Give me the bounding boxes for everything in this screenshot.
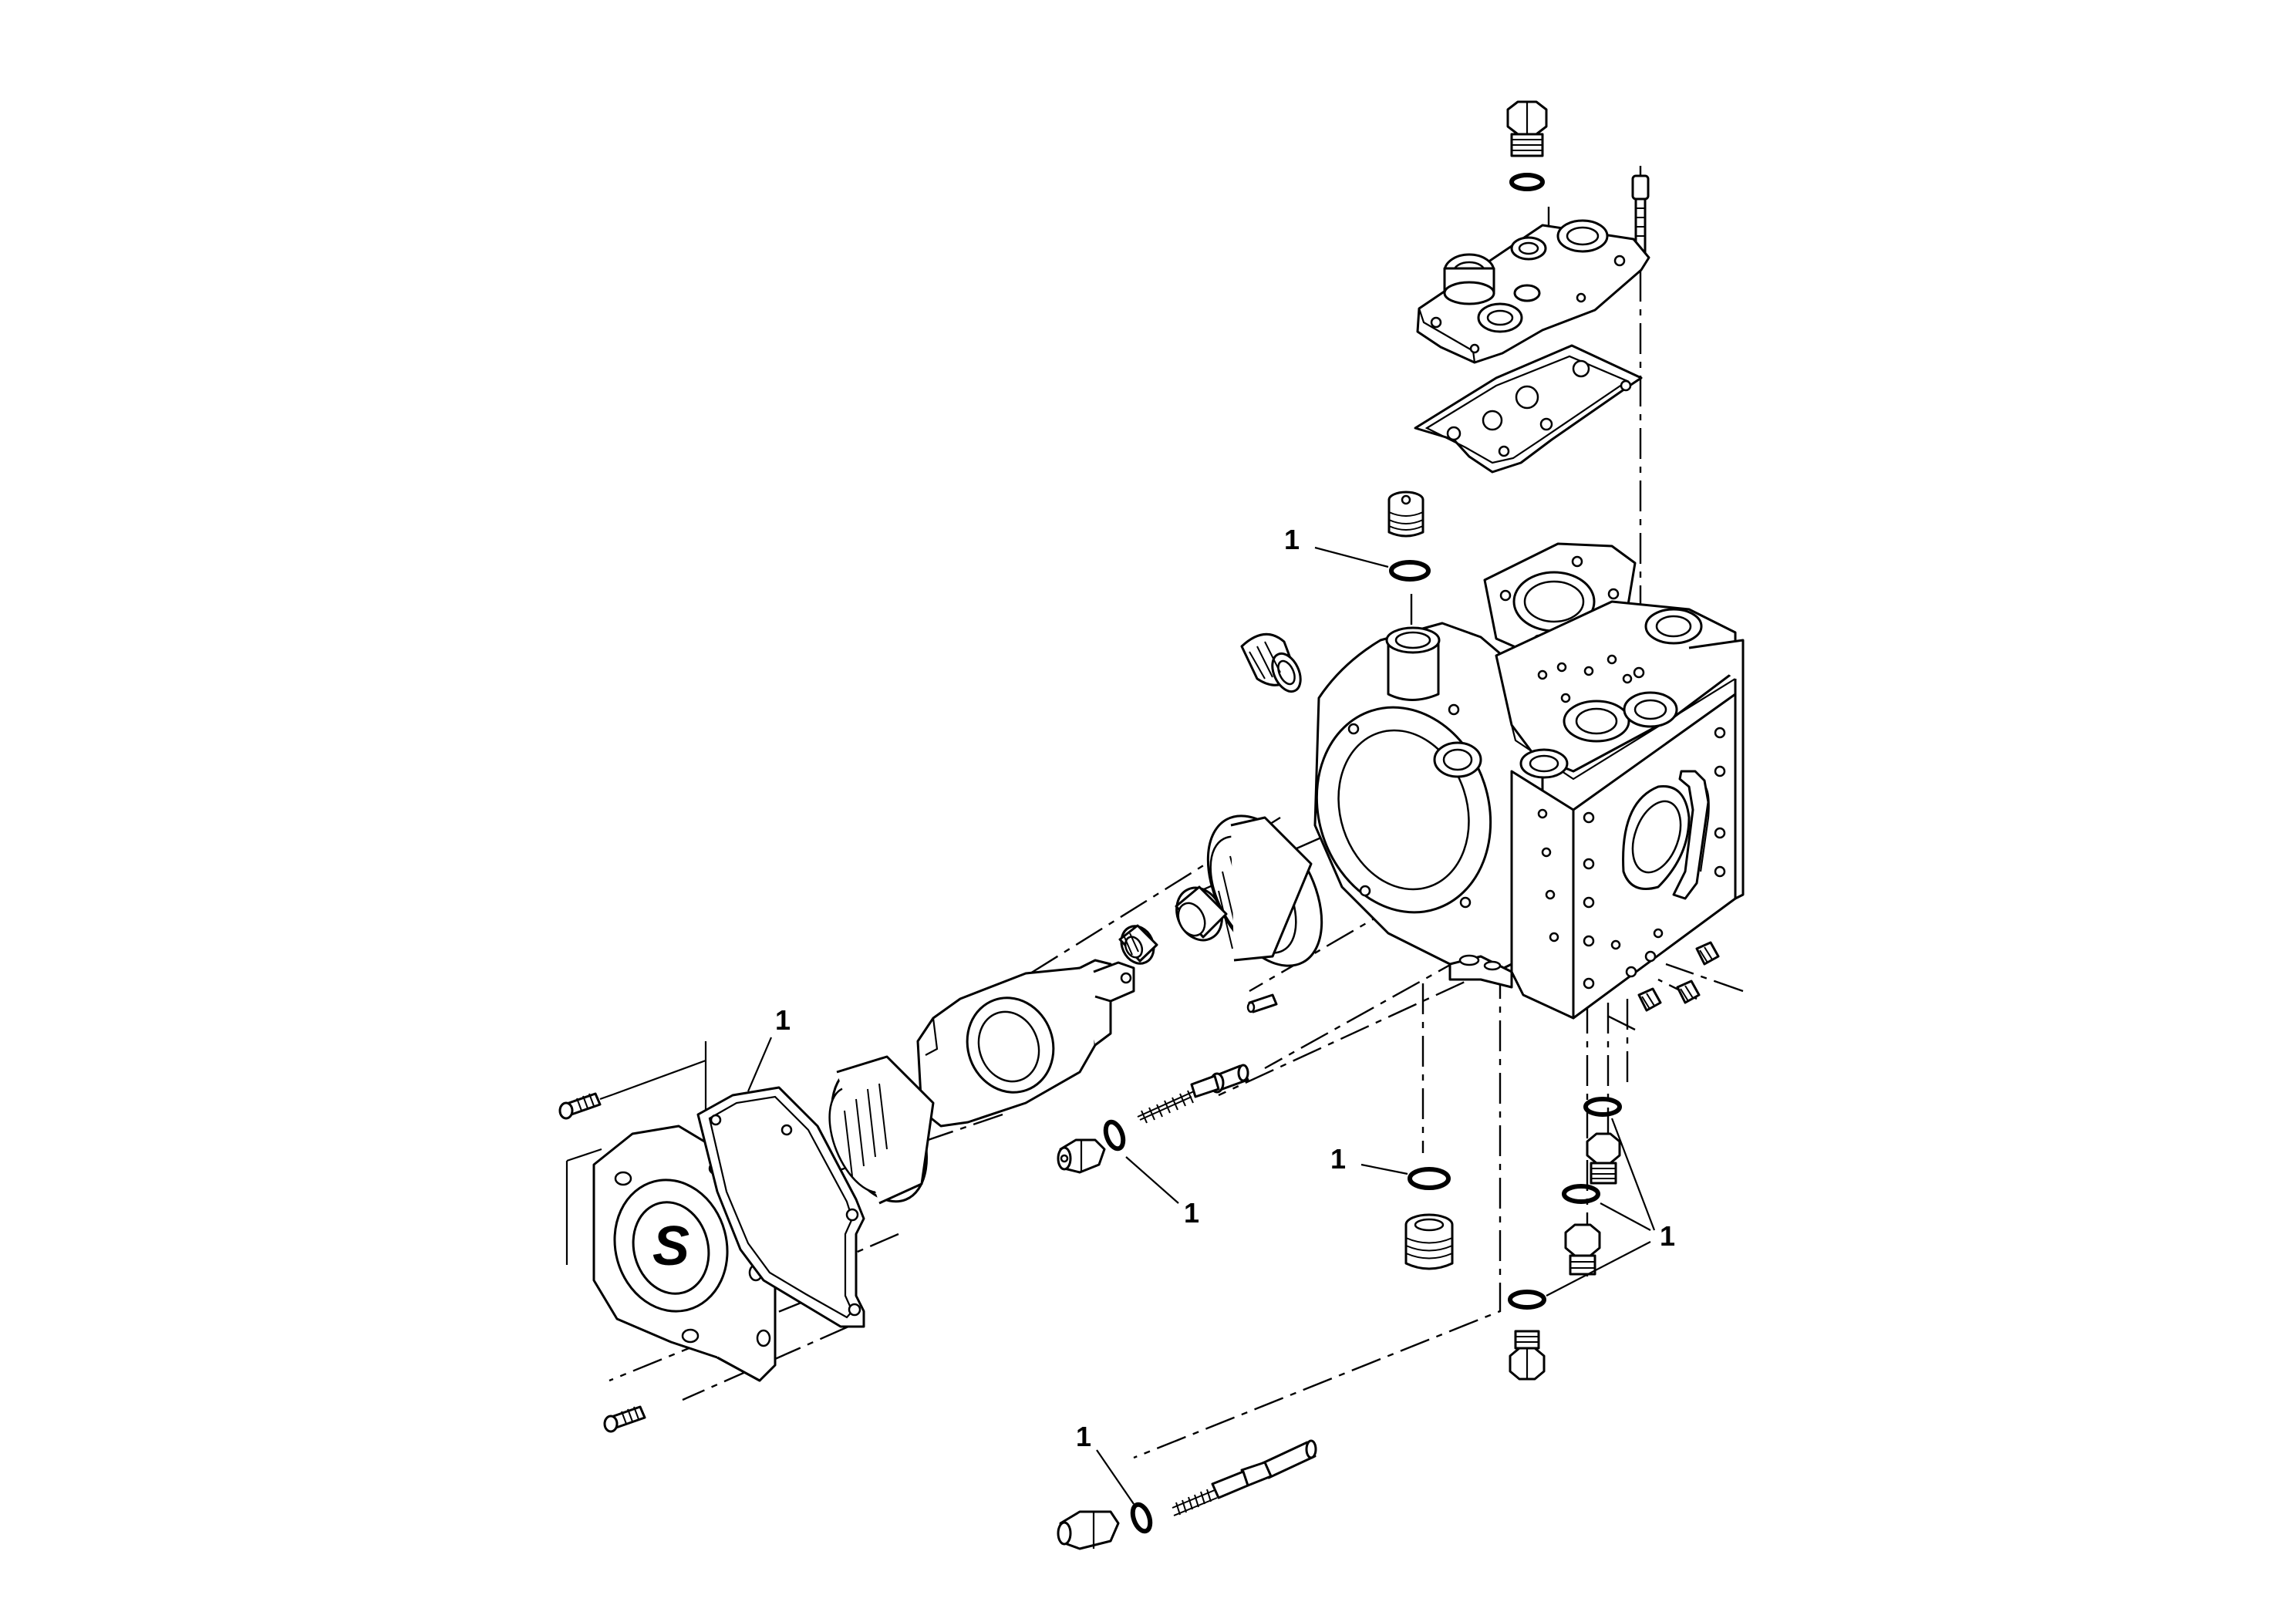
needle-bearing-small <box>1240 632 1302 693</box>
housing-top-plug-o-ring <box>1389 560 1431 582</box>
top-plug-o-ring <box>1509 173 1545 191</box>
right-middle-plug <box>1564 1223 1601 1276</box>
bottom-valve-spool <box>1211 1439 1317 1499</box>
right-upper-plug <box>1586 1132 1621 1185</box>
left-plug-o-ring <box>1103 1119 1126 1152</box>
control-plunger <box>1190 1064 1249 1098</box>
end-cover-gasket <box>696 1086 865 1328</box>
logo-mark: S <box>652 1216 689 1277</box>
middle-bushing <box>1175 885 1228 942</box>
valve-plate-gasket <box>1414 344 1643 474</box>
callout-center-plug-ring: 1 <box>1330 1143 1346 1175</box>
cover-screw-lower <box>603 1405 646 1433</box>
top-hex-plug <box>1506 100 1548 157</box>
small-bushing <box>1118 924 1158 965</box>
right-upper-o-ring <box>1583 1097 1622 1117</box>
bottom-valve-o-ring <box>1130 1502 1153 1534</box>
valve-cover-plate <box>1416 219 1650 364</box>
small-pin <box>1246 993 1278 1013</box>
right-lower-o-ring <box>1508 1290 1546 1310</box>
left-hex-plug <box>1057 1138 1106 1174</box>
callout-bottom-valve-ring: 1 <box>1076 1421 1091 1452</box>
lower-bearing-ring <box>828 1055 935 1205</box>
cover-screw-upper <box>558 1092 614 1120</box>
callout-leaders <box>747 546 1656 1505</box>
center-plug-o-ring <box>1408 1167 1451 1190</box>
right-lower-plug <box>1509 1330 1546 1381</box>
callout-right-plug-rings: 1 <box>1660 1220 1675 1252</box>
bottom-valve-plug <box>1057 1510 1120 1550</box>
control-spring <box>1137 1090 1195 1124</box>
pump-housing <box>1313 542 1745 1020</box>
callout-top-plug-ring: 1 <box>1284 524 1300 555</box>
bottom-valve-spring <box>1172 1489 1218 1516</box>
callout-cover-gasket: 1 <box>775 1004 791 1036</box>
callout-labels: 1 1 1 1 1 1 <box>775 524 1675 1452</box>
housing-top-plug <box>1387 491 1424 538</box>
swashplate <box>916 959 1135 1128</box>
right-middle-o-ring <box>1562 1184 1600 1204</box>
center-plug <box>1404 1213 1454 1270</box>
housing-set-screws <box>1637 941 1720 1012</box>
screw-alignment-lines <box>565 1041 707 1265</box>
callout-left-plug-ring: 1 <box>1184 1197 1199 1229</box>
